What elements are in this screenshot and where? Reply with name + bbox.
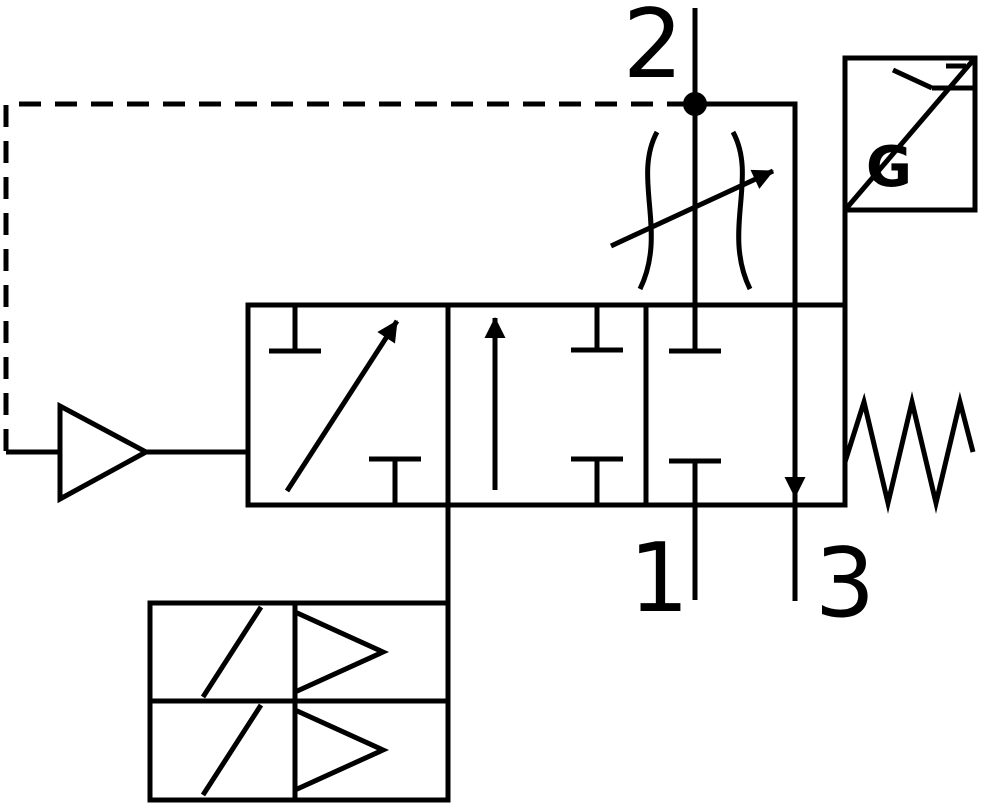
valve-body-group	[245, 302, 848, 508]
port-3-label: 3	[815, 529, 875, 639]
valve-position-right	[669, 305, 721, 505]
return-spring-group	[842, 391, 976, 514]
throttle-wave-right	[730, 130, 753, 291]
return-spring-icon	[842, 391, 976, 514]
flow-path-arrow-diagonal	[284, 319, 400, 493]
pilot-signal-group	[3, 101, 689, 451]
throttle-adjust-arrow	[609, 168, 775, 249]
valve-body-outline	[245, 302, 848, 508]
pressure-sensor-group: G	[842, 55, 978, 305]
pilot-amplifier-group	[6, 401, 248, 504]
port-2-group: 2	[623, 0, 707, 305]
amplifier-nozzle-top-icon	[292, 608, 390, 696]
amplifier-slash-bottom	[200, 703, 264, 797]
switch-contact-blade	[891, 67, 934, 91]
port-2-label: 2	[623, 0, 683, 100]
port-3-group: 3	[695, 101, 875, 639]
port-1-label: 1	[629, 524, 689, 634]
amplifier-slash-top	[200, 605, 264, 699]
pilot-amplifier-triangle-icon	[57, 401, 152, 504]
pressure-sensor-box	[842, 55, 978, 213]
sensor-letter: G	[866, 135, 912, 200]
flow-control-valve-group	[609, 130, 775, 291]
branch-flow-line-down	[695, 101, 806, 499]
amplifier-unit-group	[147, 505, 451, 803]
pilot-signal-dashed-line	[3, 101, 689, 451]
valve-position-left	[269, 305, 421, 505]
sensor-diagonal-line	[843, 56, 977, 212]
port-1-group: 1	[629, 505, 698, 634]
valve-position-middle	[484, 305, 623, 505]
throttle-wave-left	[637, 130, 660, 291]
amplifier-nozzle-bottom-icon	[292, 706, 390, 794]
